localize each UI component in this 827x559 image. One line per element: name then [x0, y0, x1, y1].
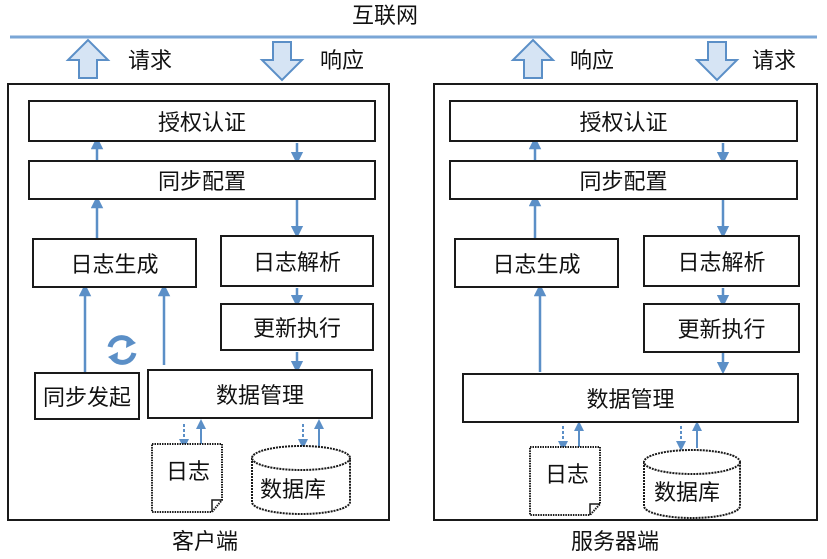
client-log-parse-box: 日志解析: [220, 235, 374, 287]
client-log-store-label: 日志: [166, 460, 211, 485]
client-response-down-arrow: [259, 41, 305, 82]
client-log-document-shape: [151, 443, 223, 513]
server-data-mgmt-box: 数据管理: [462, 373, 799, 423]
server-request-down-arrow: [694, 41, 740, 82]
server-log-document-shape: [529, 446, 601, 516]
server-auth-box: 授权认证: [449, 100, 798, 142]
server-response-label: 响应: [570, 49, 615, 74]
server-panel: [433, 83, 818, 521]
sync-cycle-icon: [107, 335, 137, 365]
client-database-label: 数据库: [260, 478, 327, 503]
client-database-cylinder: [251, 445, 351, 515]
server-request-label: 请求: [752, 49, 797, 74]
client-request-label: 请求: [128, 49, 173, 74]
client-request-up-arrow: [65, 38, 111, 79]
server-sync-config-box: 同步配置: [449, 160, 798, 200]
server-log-gen-box: 日志生成: [454, 238, 619, 288]
client-response-label: 响应: [320, 49, 365, 74]
client-panel: [7, 83, 390, 521]
client-log-gen-box: 日志生成: [32, 238, 197, 288]
client-update-exec-box: 更新执行: [220, 303, 374, 351]
client-auth-box: 授权认证: [28, 100, 376, 142]
server-log-store-label: 日志: [545, 463, 590, 488]
server-database-cylinder: [643, 449, 741, 519]
internet-label: 互联网: [352, 4, 419, 29]
server-log-parse-box: 日志解析: [643, 235, 800, 287]
client-sync-start-box: 同步发起: [34, 372, 140, 420]
server-footer-label: 服务器端: [571, 530, 660, 555]
server-response-up-arrow: [510, 38, 556, 79]
server-database-label: 数据库: [654, 481, 721, 506]
client-footer-label: 客户端: [172, 530, 239, 555]
server-update-exec-box: 更新执行: [643, 303, 800, 353]
client-sync-config-box: 同步配置: [28, 160, 376, 200]
client-data-mgmt-box: 数据管理: [147, 369, 373, 419]
